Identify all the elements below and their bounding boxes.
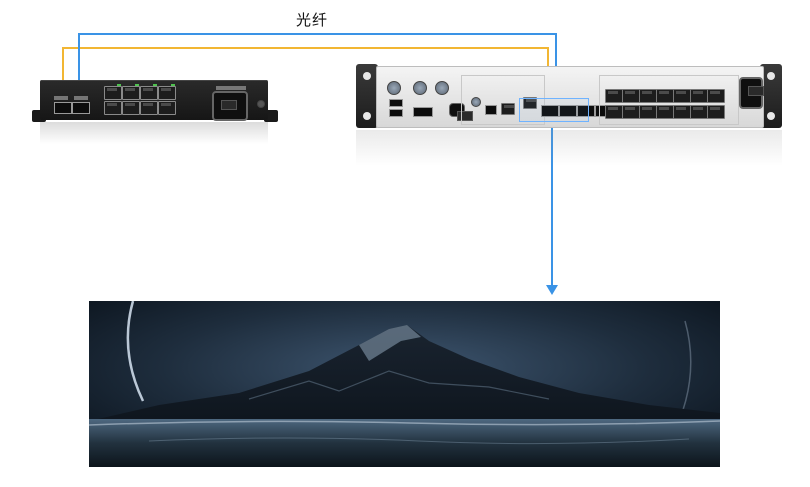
output-port	[690, 105, 708, 119]
output-port	[656, 105, 674, 119]
output-port	[622, 89, 640, 103]
receiver-card-body	[40, 80, 268, 121]
power-label	[216, 86, 246, 90]
port-group-outline	[461, 75, 545, 125]
network-port	[501, 103, 515, 115]
fiber-out-port-3	[577, 105, 595, 117]
bnc-connector	[413, 81, 427, 95]
rack-hole	[767, 112, 775, 120]
audio-jack	[471, 97, 481, 107]
mountain-snow	[359, 325, 421, 361]
rj45-port	[122, 101, 140, 115]
water-reflection	[148, 437, 690, 445]
video-processor-device	[356, 64, 782, 166]
video-processor-body	[376, 66, 764, 128]
power-socket	[212, 91, 248, 121]
rj45-port	[140, 84, 158, 100]
shore-highlight	[89, 420, 720, 426]
dp-port	[413, 107, 433, 117]
output-port	[690, 89, 708, 103]
fiber-out-port-1	[541, 105, 559, 117]
output-port	[622, 105, 640, 119]
mountain-ridge	[248, 370, 550, 400]
bnc-connector	[387, 81, 401, 95]
output-port	[639, 105, 657, 119]
network-port	[523, 97, 537, 109]
power-socket	[739, 77, 764, 109]
usb-port	[485, 105, 497, 115]
mountain	[89, 325, 720, 433]
fiber-port-highlight-box	[519, 98, 589, 122]
output-port	[639, 89, 657, 103]
output-port	[673, 105, 691, 119]
output-port	[707, 89, 725, 103]
rack-ear-left	[356, 64, 378, 128]
output-group-outline	[599, 75, 739, 125]
fiber-port-1	[54, 102, 72, 114]
fiber-out-port-2	[559, 105, 577, 117]
rj45-port	[158, 101, 176, 115]
port-label	[74, 96, 88, 100]
hdmi-port	[389, 109, 403, 117]
fiber-label: 光纤	[296, 11, 329, 29]
output-port	[673, 89, 691, 103]
hdmi-port	[389, 99, 403, 107]
bnc-connector	[435, 81, 449, 95]
output-port	[707, 105, 725, 119]
ground-screw	[257, 100, 265, 108]
signal-arrow-head	[546, 285, 558, 295]
device-reflection	[40, 122, 268, 144]
output-port	[605, 89, 623, 103]
rj45-port	[140, 101, 158, 115]
device-reflection	[356, 130, 782, 166]
output-port	[605, 105, 623, 119]
rj45-port	[158, 84, 176, 100]
rj45-port	[104, 84, 122, 100]
rj45-port	[104, 101, 122, 115]
rack-hole	[767, 72, 775, 80]
led-display-landscape-image	[89, 301, 720, 467]
rack-hole	[363, 72, 371, 80]
moon-arc	[126, 301, 145, 402]
output-port	[656, 89, 674, 103]
rack-ear-right	[760, 64, 782, 128]
receiver-card-device	[32, 80, 278, 144]
water	[89, 419, 720, 467]
mountain-scene	[89, 301, 720, 467]
rj45-port	[122, 84, 140, 100]
rack-hole	[363, 112, 371, 120]
port-label	[54, 96, 68, 100]
fiber-port-2	[72, 102, 90, 114]
